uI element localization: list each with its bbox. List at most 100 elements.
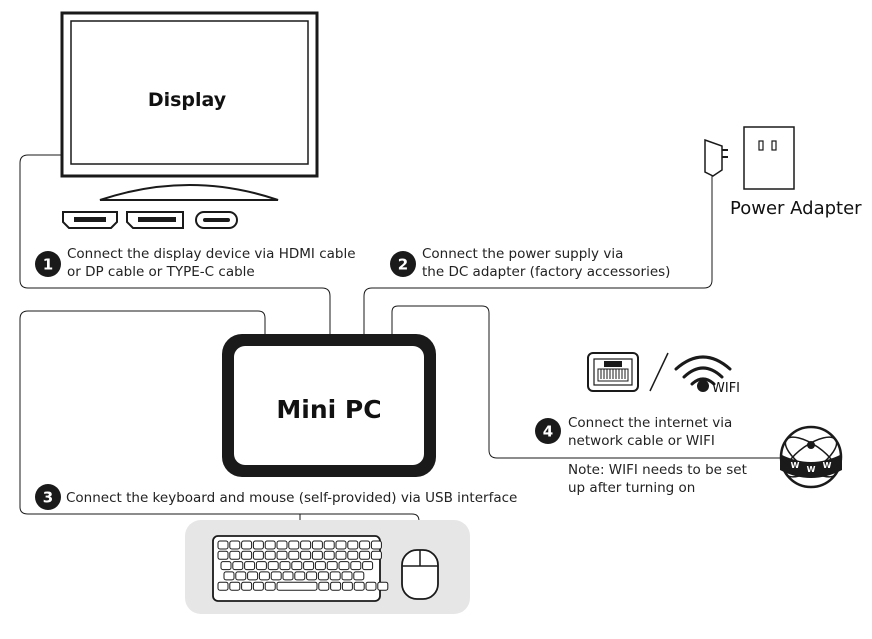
keyboard-key xyxy=(252,540,264,550)
keyboard-key xyxy=(264,581,276,591)
keyboard-key xyxy=(232,561,244,571)
note-line-1: Note: WIFI needs to be set xyxy=(568,462,747,478)
keyboard-key xyxy=(370,550,382,560)
step-4-line-2: network cable or WIFI xyxy=(568,433,715,449)
keyboard-key xyxy=(335,550,347,560)
keyboard-key xyxy=(318,581,330,591)
step-1-number: 1 xyxy=(43,256,53,274)
keyboard-key xyxy=(282,571,294,581)
keyboard-key xyxy=(258,571,270,581)
power-adapter: Power Adapter xyxy=(704,126,862,219)
displayport-port-icon xyxy=(126,211,184,229)
keyboard-key xyxy=(279,561,291,571)
mini-pc-label: Mini PC xyxy=(276,395,381,424)
keyboard-key xyxy=(220,561,232,571)
display-ports xyxy=(62,211,238,229)
keyboard-key xyxy=(217,550,229,560)
keyboard-key xyxy=(341,571,353,581)
step-4-line-1: Connect the internet via xyxy=(568,415,732,431)
keyboard-key xyxy=(264,550,276,560)
network-options: WIFI xyxy=(587,352,740,396)
keyboard-key xyxy=(303,561,315,571)
keyboard-key xyxy=(223,571,235,581)
keyboard-key xyxy=(229,581,241,591)
keyboard-key xyxy=(264,540,276,550)
keyboard-key xyxy=(267,561,279,571)
keyboard-key xyxy=(294,571,306,581)
keyboard-key xyxy=(252,581,264,591)
step-2: 2 Connect the power supply via the DC ad… xyxy=(390,246,670,280)
step-1-badge xyxy=(35,251,61,277)
monitor-screen xyxy=(70,20,309,165)
keyboard-key xyxy=(241,581,253,591)
mouse-icon xyxy=(401,549,439,600)
keyboard-key xyxy=(335,540,347,550)
keyboard-key xyxy=(359,540,371,550)
keyboard-keys xyxy=(217,540,389,591)
ethernet-port-icon xyxy=(587,352,639,392)
monitor-stand xyxy=(99,184,279,201)
hdmi-port-icon xyxy=(62,211,118,229)
www-letter-3: W xyxy=(823,461,832,470)
keyboard-key xyxy=(311,550,323,560)
display-cable xyxy=(19,154,331,334)
step-4: 4 Connect the internet via network cable… xyxy=(535,415,732,449)
network-cable xyxy=(391,305,780,459)
wall-socket-icon xyxy=(743,126,795,190)
step-3-number: 3 xyxy=(43,489,53,507)
mini-pc-face xyxy=(234,346,424,465)
step-1-line-1: Connect the display device via HDMI cabl… xyxy=(67,246,356,262)
step-3: 3 Connect the keyboard and mouse (self-p… xyxy=(35,484,517,510)
step-3-badge xyxy=(35,484,61,510)
keyboard-key xyxy=(270,571,282,581)
keyboard-key xyxy=(347,540,359,550)
keyboard-key xyxy=(241,540,253,550)
keyboard-key xyxy=(370,540,382,550)
step-4-badge xyxy=(535,418,561,444)
step-2-line-1: Connect the power supply via xyxy=(422,246,623,262)
keyboard-key xyxy=(300,540,312,550)
keyboard-key xyxy=(306,571,318,581)
keyboard-key xyxy=(359,550,371,560)
display-monitor: Display xyxy=(60,11,319,201)
keyboard-key xyxy=(329,571,341,581)
power-plug-icon xyxy=(704,138,728,177)
keyboard-key xyxy=(291,561,303,571)
keyboard-key xyxy=(347,550,359,560)
keyboard-key xyxy=(353,571,365,581)
keyboard-key xyxy=(365,581,377,591)
keyboard-key xyxy=(229,550,241,560)
keyboard-key xyxy=(323,540,335,550)
keyboard-key xyxy=(288,540,300,550)
step-2-line-2: the DC adapter (factory accessories) xyxy=(422,264,670,280)
keyboard-key xyxy=(235,571,247,581)
step-1: 1 Connect the display device via HDMI ca… xyxy=(35,246,356,280)
display-label: Display xyxy=(148,89,227,111)
power-cable xyxy=(363,175,713,334)
note-line-2: up after turning on xyxy=(568,480,695,496)
keyboard-key xyxy=(276,581,318,591)
keyboard-key xyxy=(330,581,342,591)
separator-slash xyxy=(649,352,669,392)
keyboard-key xyxy=(341,581,353,591)
keyboard-key xyxy=(247,571,259,581)
step-2-number: 2 xyxy=(398,256,408,274)
keyboard-key xyxy=(276,550,288,560)
keyboard-key xyxy=(255,561,267,571)
keyboard-key xyxy=(244,561,256,571)
keyboard-key xyxy=(323,550,335,560)
wifi-icon xyxy=(674,355,732,386)
step-3-line-1: Connect the keyboard and mouse (self-pro… xyxy=(66,490,517,506)
wifi-dot-icon xyxy=(697,380,709,392)
keyboard-key xyxy=(241,550,253,560)
keyboard-icon xyxy=(212,535,389,602)
keyboard-key xyxy=(362,561,374,571)
keyboard-key xyxy=(229,540,241,550)
type-c-port-icon xyxy=(195,211,238,229)
www-letter-1: W xyxy=(791,461,800,470)
www-letter-2: W xyxy=(807,465,816,474)
keyboard-key xyxy=(317,571,329,581)
keyboard-key xyxy=(311,540,323,550)
